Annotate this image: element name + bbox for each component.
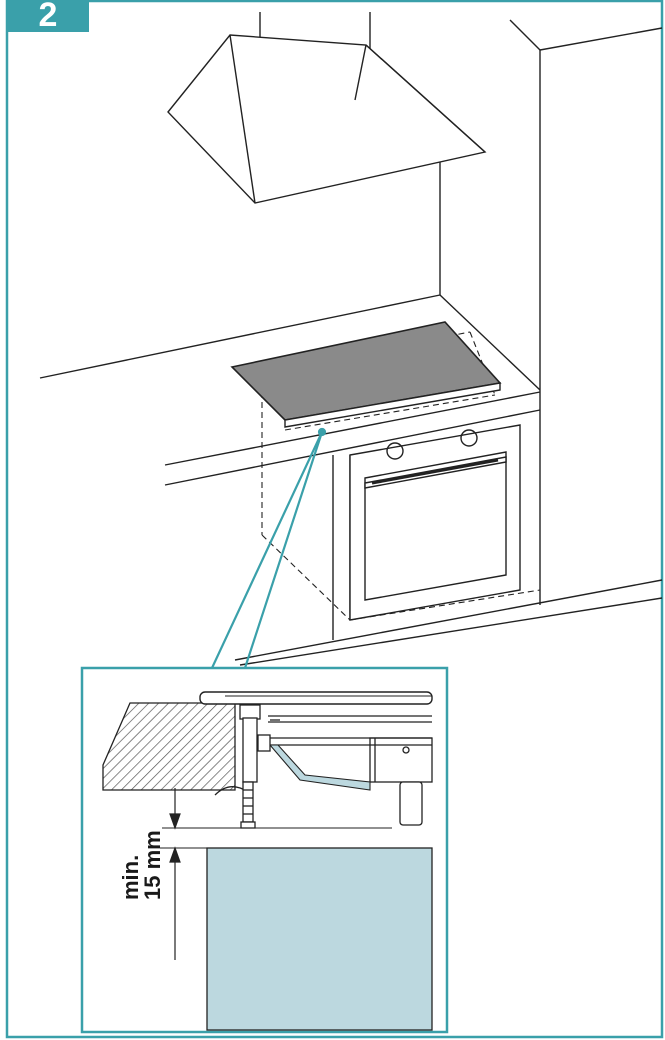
clearance-label: min. 15 mm (118, 790, 165, 900)
outer-frame (5, 0, 664, 1039)
dimension-arrow-icon (169, 788, 181, 960)
callout-lines (211, 427, 327, 669)
step-number-badge: 2 (7, 0, 89, 32)
hob-icon (230, 321, 502, 428)
clearance-label-line2: 15 mm (140, 830, 165, 900)
detail-callout (80, 666, 449, 1034)
clearance-label-line1: min. (118, 854, 143, 900)
built-in-oven-icon (349, 424, 521, 621)
indicator-dot (402, 746, 410, 754)
kitchen-scene (39, 12, 663, 666)
mounting-clamp-screw-icon (214, 704, 280, 829)
cooker-hood-icon (167, 12, 487, 204)
cabinet-panel (206, 847, 433, 1031)
